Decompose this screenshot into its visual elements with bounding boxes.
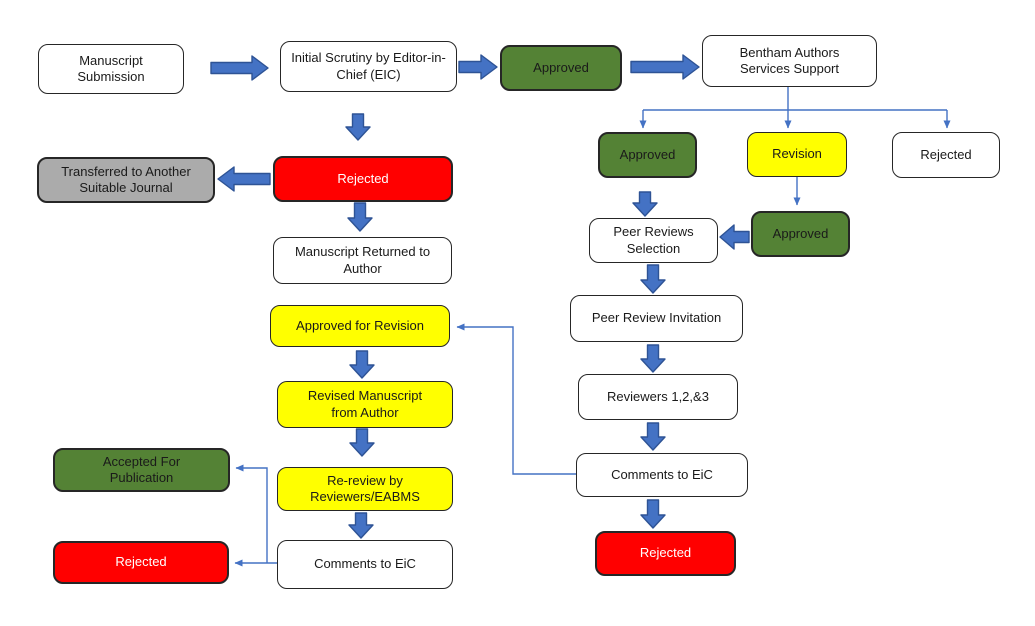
- node-bentham-authors-services: Bentham Authors Services Support: [702, 35, 877, 87]
- node-comments-to-eic-right: Comments to EiC: [576, 453, 748, 497]
- arrow-comments-to-rejected-icon: [640, 499, 666, 529]
- node-rejected-right-bottom: Rejected: [595, 531, 736, 576]
- arrow-revised-to-rereview-icon: [349, 428, 375, 457]
- node-revision: Revision: [747, 132, 847, 177]
- arrow-submission-to-scrutiny-icon: [210, 55, 269, 81]
- node-approved-right: Approved: [598, 132, 697, 178]
- arrow-approvedside-to-selection-icon: [719, 224, 750, 250]
- arrow-invitation-to-reviewers-icon: [640, 344, 666, 373]
- node-revised-manuscript: Revised Manuscript from Author: [277, 381, 453, 428]
- node-approved-top: Approved: [500, 45, 622, 91]
- arrow-approvedrev-to-revised-icon: [349, 350, 375, 379]
- node-peer-review-invitation: Peer Review Invitation: [570, 295, 743, 342]
- node-approved-side: Approved: [751, 211, 850, 257]
- arrow-rejected-to-transferred-icon: [217, 166, 271, 192]
- node-re-review: Re-review by Reviewers/EABMS: [277, 467, 453, 511]
- arrow-rejected-to-returned-icon: [347, 202, 373, 232]
- node-manuscript-submission: Manuscript Submission: [38, 44, 184, 94]
- arrow-rereview-to-comments-icon: [348, 512, 374, 539]
- line-comments-to-approvedrevision: [456, 323, 576, 475]
- node-rejected-right-top: Rejected: [892, 132, 1000, 178]
- node-transferred-journal: Transferred to Another Suitable Journal: [37, 157, 215, 203]
- arrow-selection-to-invitation-icon: [640, 264, 666, 294]
- node-manuscript-returned: Manuscript Returned to Author: [273, 237, 452, 284]
- node-rejected-bottom-left: Rejected: [53, 541, 229, 584]
- arrow-scrutiny-to-rejected-icon: [345, 113, 371, 141]
- node-initial-scrutiny: Initial Scrutiny by Editor-in-Chief (EIC…: [280, 41, 457, 92]
- node-peer-reviews-selection: Peer Reviews Selection: [589, 218, 718, 263]
- line-commentsleft-to-accepted: [235, 464, 268, 563]
- arrow-scrutiny-to-approved-icon: [458, 54, 498, 80]
- node-reviewers-123: Reviewers 1,2,&3: [578, 374, 738, 420]
- arrow-approved-to-bentham-icon: [630, 54, 700, 80]
- arrow-reviewers-to-comments-icon: [640, 422, 666, 451]
- arrow-approvedright-to-selection-icon: [632, 191, 658, 217]
- node-accepted-for-publication: Accepted For Publication: [53, 448, 230, 492]
- node-approved-for-revision: Approved for Revision: [270, 305, 450, 347]
- node-comments-to-eic-left: Comments to EiC: [277, 540, 453, 589]
- node-rejected-left: Rejected: [273, 156, 453, 202]
